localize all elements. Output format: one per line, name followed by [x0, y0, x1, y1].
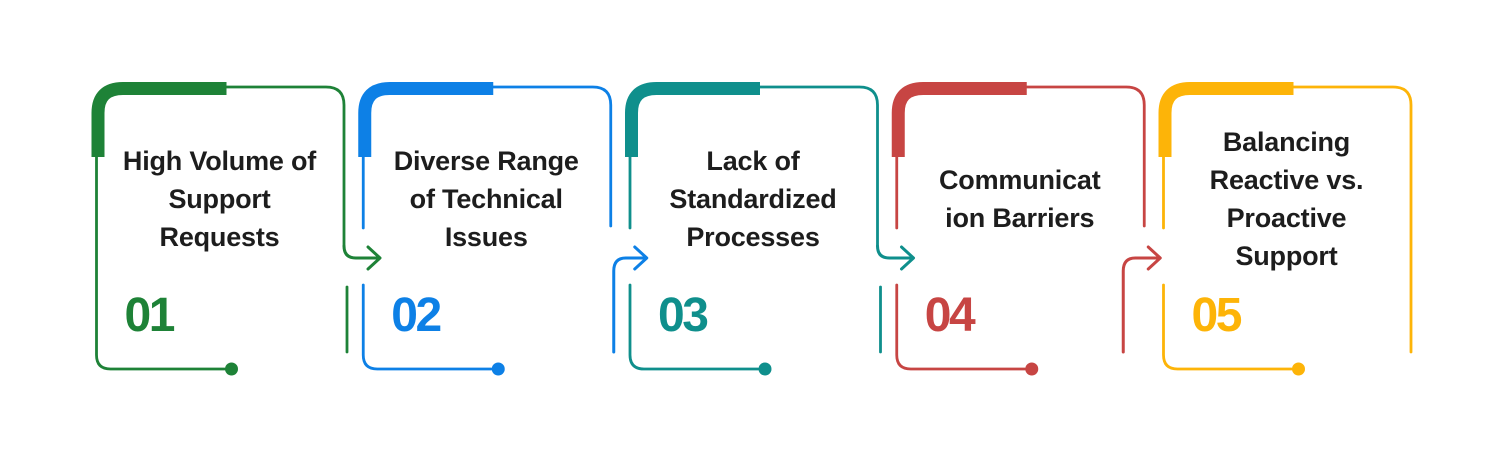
step-number: 02 [391, 289, 442, 342]
step-title: High Volume of Support Requests [122, 146, 317, 252]
step-number: 05 [1191, 289, 1243, 342]
step-card-1: High Volume of Support Requests 01 [87, 75, 355, 385]
step-title: Communicat ion Barriers [938, 165, 1101, 233]
step-title: Balancing Reactive vs. Proactive Support [1209, 127, 1364, 271]
step-card-3: Lack of Standardized Processes 03 [620, 75, 888, 385]
step-card-2: Diverse Range of Technical Issues 02 [353, 75, 621, 385]
step-number: 01 [124, 289, 176, 342]
step-card-4: Communicat ion Barriers 04 [887, 75, 1155, 385]
step-title: Diverse Range of Technical Issues [393, 146, 579, 252]
step-number: 03 [658, 289, 709, 342]
step-card-5: Balancing Reactive vs. Proactive Support… [1154, 75, 1422, 385]
step-number: 04 [924, 289, 976, 342]
step-title: Lack of Standardized Processes [669, 146, 837, 252]
